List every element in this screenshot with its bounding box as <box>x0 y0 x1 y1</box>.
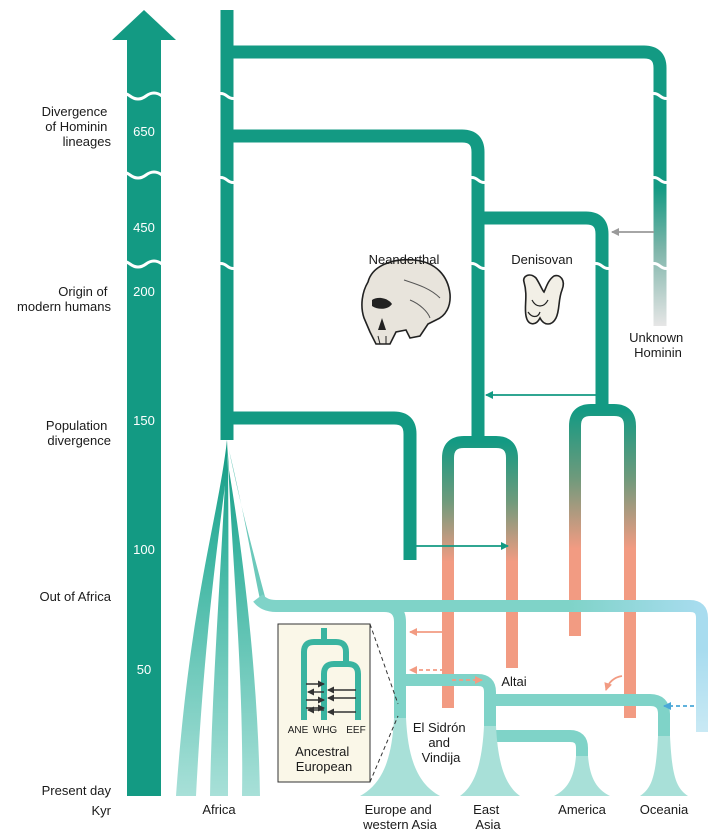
label-divergence-lineages: Divergence of Hominin lineages <box>42 104 112 149</box>
label-kyr: Kyr <box>92 803 112 818</box>
population-fans <box>360 718 688 796</box>
unknown-hominin-branch-top <box>227 45 667 190</box>
inset-title: Ancestral European <box>295 744 353 774</box>
europe-fan <box>360 718 440 796</box>
tree-break-marks <box>213 92 674 270</box>
oceania-ghost-branch <box>696 650 708 732</box>
tick-200: 200 <box>133 284 155 299</box>
america-fan <box>554 756 610 796</box>
europe-label: Europe and western Asia <box>362 802 437 832</box>
africa-label: Africa <box>202 802 236 817</box>
oceania-label: Oceania <box>640 802 689 817</box>
unknown-hominin-label: Unknown Hominin <box>629 330 687 360</box>
label-out-of-africa: Out of Africa <box>39 589 111 604</box>
neanderthal-fork <box>442 436 518 708</box>
denisovan-branch <box>478 211 609 408</box>
label-population-divergence: Population divergence <box>46 418 111 448</box>
africa-fan <box>176 440 268 796</box>
europe-branch <box>383 600 406 720</box>
america-label: America <box>558 802 606 817</box>
neanderthal-label: Neanderthal <box>369 252 440 267</box>
denisovan-to-oceania-flow <box>604 675 623 691</box>
time-axis-bar <box>127 38 161 796</box>
gene-flow-arrows <box>409 228 694 710</box>
tick-650: 650 <box>133 124 155 139</box>
axis-break-marks <box>113 91 179 269</box>
denisovan-tooth-icon <box>522 274 565 325</box>
time-axis-arrowhead <box>112 10 176 40</box>
tick-150: 150 <box>133 413 155 428</box>
tick-450: 450 <box>133 220 155 235</box>
time-axis: 650 450 200 150 100 50 <box>112 10 179 796</box>
altai-label: Altai <box>501 674 526 689</box>
out-of-africa-lineages <box>253 594 708 760</box>
out-of-africa-branch <box>253 594 708 650</box>
denisovan-fork <box>569 404 636 718</box>
inset-whg-label: WHG <box>313 725 338 736</box>
inset-eef-label: EEF <box>346 725 365 736</box>
inset-ane-label: ANE <box>288 725 309 736</box>
unknown-hominin-fade <box>653 188 667 326</box>
oceania-fan <box>640 736 688 796</box>
denisovan-label: Denisovan <box>511 252 572 267</box>
archaic-branch <box>227 129 485 440</box>
label-present-day: Present day <box>42 783 112 798</box>
east-asia-fan <box>460 726 520 796</box>
el-sidron-vindija-label: El Sidrón and Vindija <box>413 720 469 765</box>
ancestral-european-inset: ANE WHG EEF Ancestral European <box>277 623 399 783</box>
archaic-populations <box>442 404 636 718</box>
modern-humans-branch <box>227 411 417 560</box>
neanderthal-skull-icon <box>361 258 451 345</box>
hominin-tree <box>220 10 667 560</box>
tick-100: 100 <box>133 542 155 557</box>
america-branch <box>490 730 588 760</box>
axis-labels: Divergence of Hominin lineages Origin of… <box>17 104 112 818</box>
east-asia-label: East Asia <box>473 802 503 832</box>
label-origin-modern-humans: Origin of modern humans <box>17 284 111 314</box>
asia-east-branch <box>490 694 670 740</box>
tick-50: 50 <box>137 662 151 677</box>
